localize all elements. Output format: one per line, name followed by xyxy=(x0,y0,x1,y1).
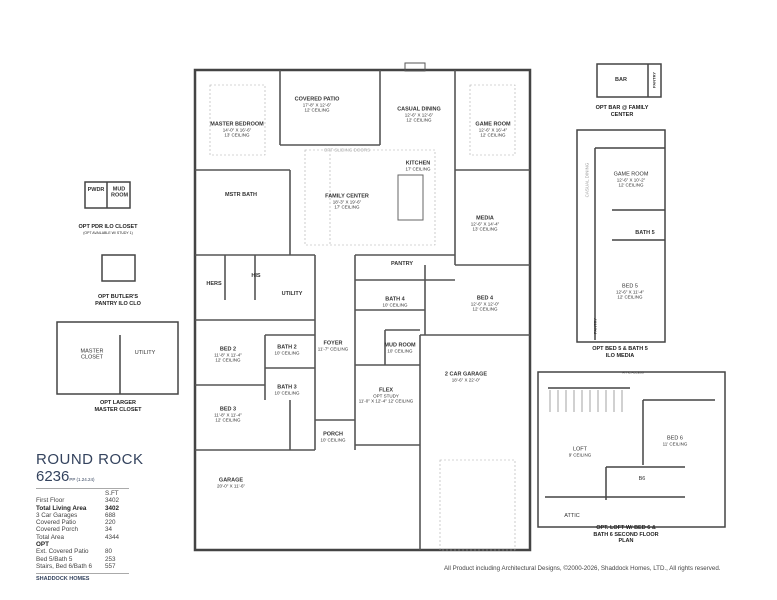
option-caption: OPT BUTLER'S PANTRY ILO CLO xyxy=(95,294,141,307)
copyright-notice: All Product including Architectural Desi… xyxy=(444,565,721,572)
room-label: UTILITY xyxy=(281,290,303,297)
room-label: BATH 5 xyxy=(635,229,655,236)
plan-note: OPT SLIDING DOORS xyxy=(323,147,371,153)
option-caption: OPT LARGER MASTER CLOSET xyxy=(94,400,142,413)
option-caption: OPT BED 5 & BATH 5 ILO MEDIA xyxy=(592,346,648,359)
room-label: ATTIC ACCESS xyxy=(622,370,644,375)
room-label: HERS xyxy=(206,280,222,287)
brand-name: SHADDOCK HOMES xyxy=(36,573,129,583)
room-label: HIS xyxy=(251,272,261,279)
room-label: B6 xyxy=(638,475,646,482)
option-caption: OPT PDR ILO CLOSET(OPT AVAILABLE W/ STUD… xyxy=(78,224,138,235)
room-label: MUD ROOM xyxy=(111,186,129,199)
stairs xyxy=(549,390,623,412)
option-caption: OPT BAR @ FAMILY CENTER xyxy=(595,105,649,118)
room-label: MASTER CLOSET xyxy=(80,348,104,361)
option-caption: OPT. LOFT W/ BED 6 & BATH 6 SECOND FLOOR… xyxy=(593,525,659,545)
room-label: PANTRY xyxy=(391,260,413,267)
room-label: BAR xyxy=(615,76,627,83)
room-label: CASUAL DINING xyxy=(584,162,590,198)
room-label: MSTR BATH xyxy=(225,191,257,198)
room-label: PANTRY xyxy=(592,318,598,334)
plan-name: ROUND ROCK xyxy=(36,451,144,468)
plan-number: 6236PP (1.24.24) xyxy=(36,468,95,485)
room-label: UTILITY xyxy=(134,349,156,356)
room-label: PANTRY xyxy=(651,72,657,88)
main-floor-plan xyxy=(193,62,532,552)
plan-revision: PP (1.24.24) xyxy=(69,477,95,482)
room-label: ATTIC xyxy=(564,512,580,519)
option-drawings xyxy=(56,63,726,528)
room-label: PWDR xyxy=(87,186,105,193)
